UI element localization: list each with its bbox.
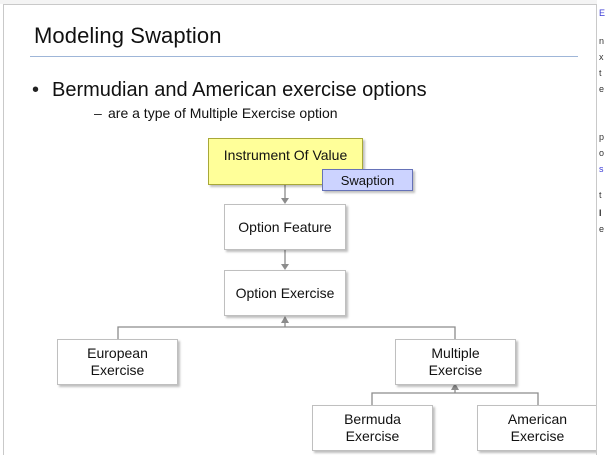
connector-exercise-split <box>117 326 456 339</box>
background-fragment: e <box>599 84 605 94</box>
arrow-down-icon <box>281 264 289 270</box>
option-exercise-box: Option Exercise <box>224 270 346 316</box>
arrow-up-icon <box>451 383 459 390</box>
background-fragment: E <box>599 8 606 18</box>
background-fragment: s <box>599 164 604 174</box>
arrow-up-icon <box>281 316 289 323</box>
bullet-text: Bermudian and American exercise options <box>52 79 427 101</box>
background-window-edge <box>0 0 607 4</box>
connector-multiple-split <box>371 392 539 405</box>
european-exercise-box: European Exercise <box>57 339 178 385</box>
american-exercise-box: American Exercise <box>477 405 596 451</box>
background-fragment: o <box>599 148 605 158</box>
swaption-box: Swaption <box>322 169 413 191</box>
slide-title: Modeling Swaption <box>34 23 222 48</box>
background-fragment: t <box>599 190 602 200</box>
background-fragment: p <box>599 132 605 142</box>
bullet-icon: • <box>32 79 40 101</box>
background-fragment: e <box>599 224 605 234</box>
background-fragment: n <box>599 36 605 46</box>
multiple-exercise-box: Multiple Exercise <box>395 339 516 385</box>
diagram-connectors <box>117 185 539 405</box>
background-fragment: I <box>599 208 602 218</box>
sub-bullet-text: are a type of Multiple Exercise option <box>108 105 338 121</box>
background-fragment: x <box>599 52 604 62</box>
slide: Modeling Swaption • Bermudian and Americ… <box>3 4 597 455</box>
option-feature-box: Option Feature <box>224 204 346 250</box>
sub-bullet-dash: – <box>94 105 102 121</box>
arrow-down-icon <box>281 198 289 204</box>
title-underline <box>30 56 578 57</box>
background-fragment: t <box>599 68 602 78</box>
background-document-edge: E n x t e p o s t I e <box>597 0 607 455</box>
bermuda-exercise-box: Bermuda Exercise <box>312 405 433 451</box>
